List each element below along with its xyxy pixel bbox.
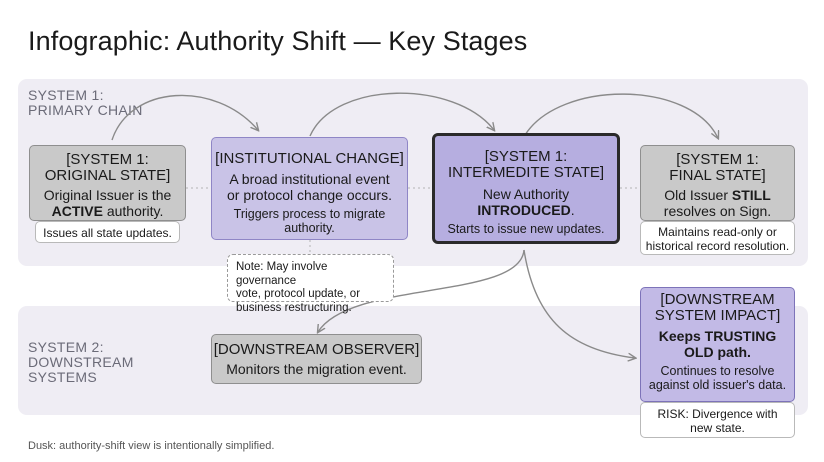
final-state-detail: Maintains read-only or historical record… [640, 221, 795, 255]
lane-label-system2: SYSTEM 2: DOWNSTREAM SYSTEMS [28, 339, 134, 385]
intermediate-state-box: [SYSTEM 1: INTERMEDITE STATE] New Author… [432, 133, 620, 244]
downstream-observer-box: [DOWNSTREAM OBSERVER] Monitors the migra… [211, 334, 422, 384]
arrow-institutional-to-intermediate [309, 92, 494, 137]
footer-note: Dusk: authority-shift view is intentiona… [28, 440, 275, 452]
arrow-intermediate-to-observer [318, 249, 525, 332]
institutional-change-box: [INSTITUTIONAL CHANGE] A broad instituti… [211, 137, 408, 240]
final-state-box: [SYSTEM 1: FINAL STATE] Old Issuer STILL… [640, 145, 795, 221]
risk-detail: RISK: Divergence with new state. [640, 402, 795, 438]
governance-note: Note: May involve governance vote, proto… [227, 254, 394, 314]
original-state-box: [SYSTEM 1: ORIGINAL STATE] Original Issu… [29, 145, 186, 221]
downstream-impact-box: [DOWNSTREAM SYSTEM IMPACT] Keeps TRUSTIN… [640, 287, 795, 402]
arrow-intermediate-to-impact [523, 249, 635, 358]
original-state-detail: Issues all state updates. [35, 221, 180, 243]
page-title: Infographic: Authority Shift — Key Stage… [28, 26, 528, 56]
lane-label-system1: SYSTEM 1: PRIMARY CHAIN [28, 87, 143, 118]
arrow-intermediate-to-final [524, 93, 718, 138]
arrow-original-to-institutional [111, 94, 258, 141]
